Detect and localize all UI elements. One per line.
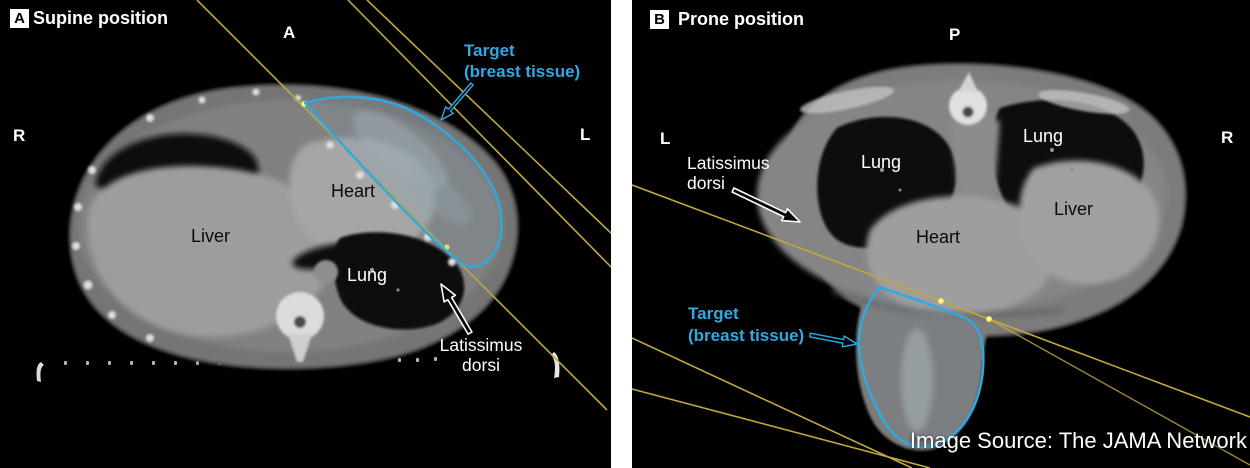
ct-axial-supine-image (36, 0, 612, 411)
latissimus-arrow-icon (440, 283, 473, 335)
ct-axial-prone-image (632, 62, 1250, 468)
beam-field-edges-supine (196, 0, 612, 411)
target-contour-supine (303, 95, 503, 268)
target-annotation-line2: (breast tissue) (464, 62, 581, 81)
latissimus-annotation-line1: Latissimus (439, 335, 523, 355)
image-source-credit: Image Source: The JAMA Network (909, 428, 1247, 453)
panel-letter-a: A (10, 9, 29, 28)
prone-body (757, 62, 1187, 451)
target-annotation-line1: Target (464, 41, 515, 60)
target-annotation-line1: Target (688, 304, 739, 323)
latissimus-annotation-line1: Latissimus (687, 153, 770, 173)
latissimus-annotation-line2: dorsi (687, 173, 725, 193)
panel-divider (611, 0, 632, 468)
field-border-points-supine (301, 101, 450, 250)
field-border-points-prone (938, 298, 992, 322)
orientation-marker-right: R (13, 126, 26, 145)
target-annotation: Target (breast tissue) (688, 303, 804, 347)
panel-title-supine: Supine position (33, 8, 168, 28)
orientation-marker-anterior: A (283, 23, 296, 42)
target-annotation-line2: (breast tissue) (688, 326, 805, 345)
supine-body (68, 83, 520, 370)
organ-label-liver: Liver (191, 226, 231, 246)
target-arrow-icon (440, 82, 474, 121)
organ-label-heart: Heart (331, 181, 376, 201)
panel-title-prone: Prone position (678, 9, 804, 29)
orientation-marker-right: R (1221, 128, 1234, 147)
target-contour-prone (857, 285, 985, 449)
panel-letter-b: B (650, 10, 669, 29)
orientation-marker-left: L (580, 125, 591, 144)
organ-label-lung-right: Lung (1023, 126, 1064, 146)
target-annotation: Target (breast tissue) (464, 40, 580, 82)
orientation-marker-posterior: P (949, 25, 961, 44)
organ-label-heart: Heart (916, 227, 961, 247)
organ-label-liver: Liver (1054, 199, 1094, 219)
organ-label-lung-left: Lung (861, 152, 902, 172)
latissimus-annotation: Latissimus dorsi (687, 153, 770, 193)
orientation-marker-left: L (660, 129, 671, 148)
latissimus-annotation: Latissimus dorsi (425, 335, 537, 375)
latissimus-arrow-icon (731, 187, 801, 223)
latissimus-annotation-line2: dorsi (462, 355, 500, 375)
organ-label-lung: Lung (347, 265, 388, 285)
target-arrow-icon (809, 332, 858, 348)
